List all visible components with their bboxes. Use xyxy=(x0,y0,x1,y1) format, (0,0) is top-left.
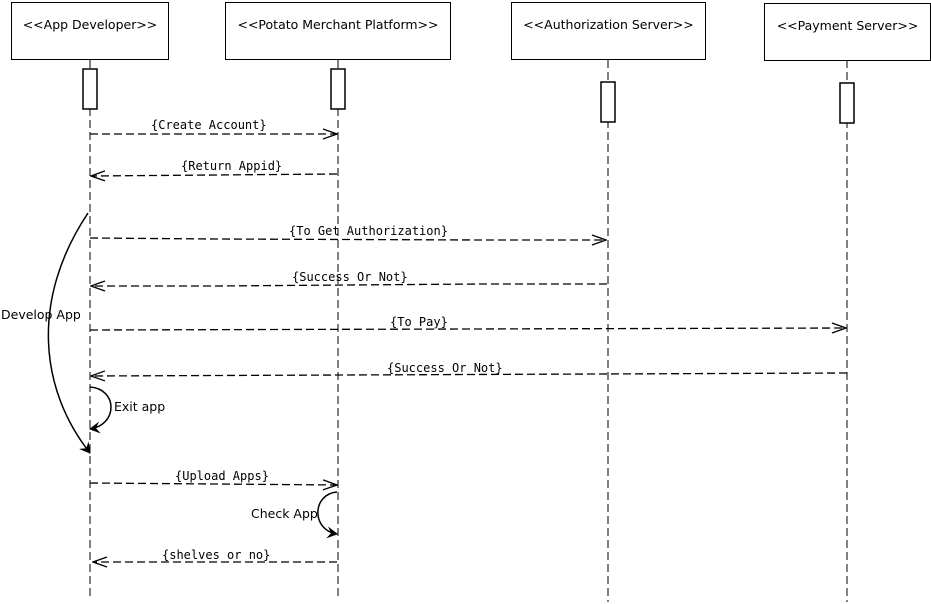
arrow-to-pay xyxy=(89,328,846,330)
arrow-success-or-not-pay xyxy=(91,373,848,376)
message-label-shelves-or-no: {shelves or no} xyxy=(162,548,271,562)
actor-potato-merchant-platform: <<Potato Merchant Platform>> xyxy=(225,2,451,60)
message-label-create-account: {Create Account} xyxy=(151,118,267,132)
actor-app-developer: <<App Developer>> xyxy=(11,2,169,60)
message-label-success-or-not-pay: {Success Or Not} xyxy=(387,361,503,375)
arrow-develop-app xyxy=(47,212,91,454)
activation-app-developer xyxy=(82,68,98,110)
actor-authorization-server: <<Authorization Server>> xyxy=(511,2,706,60)
arrow-return-appid xyxy=(91,174,338,176)
arrow-to-get-authorization xyxy=(89,238,606,240)
activation-potato-merchant-platform xyxy=(330,68,346,110)
arrow-exit-app xyxy=(89,386,112,434)
arrow-check-app xyxy=(317,491,338,539)
arrow-upload-apps xyxy=(89,483,337,485)
message-label-return-appid: {Return Appid} xyxy=(181,159,283,173)
note-develop-app: Develop App xyxy=(1,307,81,322)
activation-authorization-server xyxy=(600,81,616,123)
message-label-to-pay: {To Pay} xyxy=(390,315,448,329)
note-check-app: Check App xyxy=(251,506,318,521)
note-exit-app: Exit app xyxy=(114,399,166,414)
arrow-success-or-not-auth xyxy=(91,284,607,286)
message-label-to-get-authorization: {To Get Authorization} xyxy=(289,224,448,238)
message-label-upload-apps: {Upload Apps} xyxy=(175,469,269,483)
message-label-success-or-not-auth: {Success Or Not} xyxy=(292,270,408,284)
actor-payment-server: <<Payment Server>> xyxy=(764,3,931,61)
activation-payment-server xyxy=(839,82,855,124)
